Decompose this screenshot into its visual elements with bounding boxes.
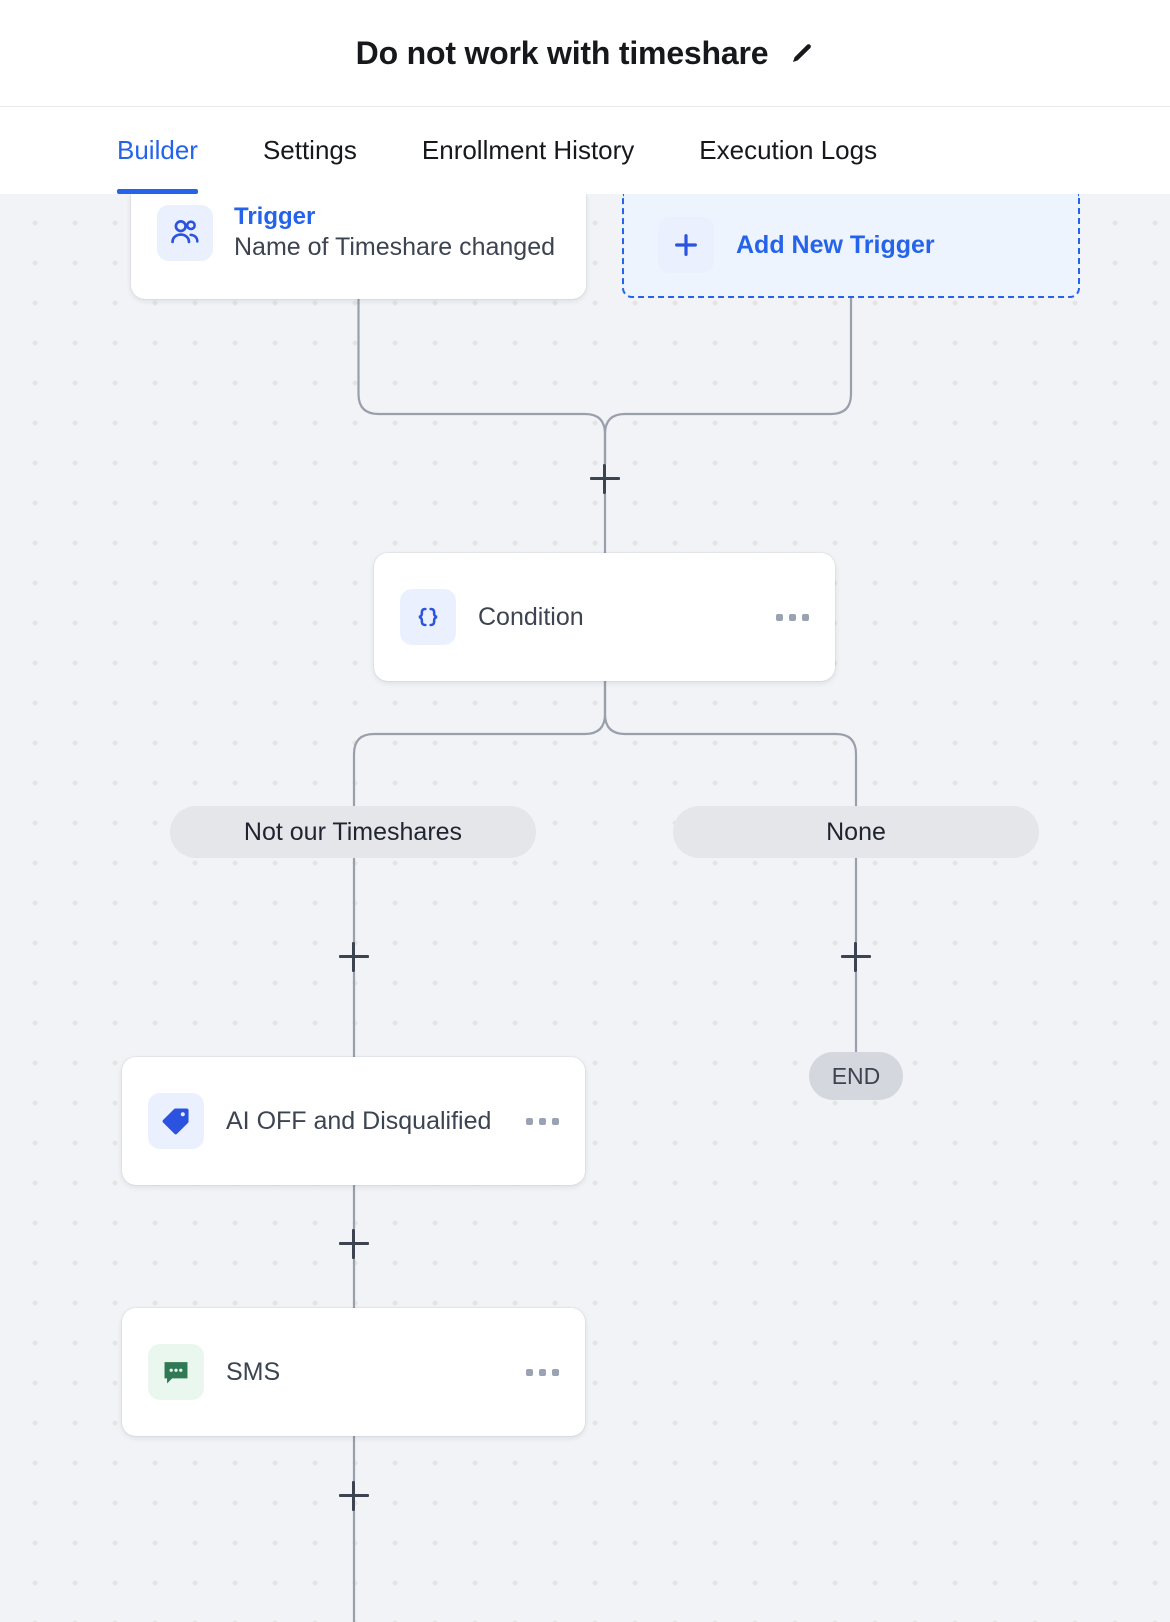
ellipsis-icon[interactable]	[526, 1368, 559, 1376]
end-badge-right-branch: END	[809, 1052, 903, 1100]
action-node-sms[interactable]: SMS	[122, 1308, 585, 1436]
trigger-subtitle: Name of Timeshare changed	[234, 233, 556, 261]
tag-icon	[148, 1093, 204, 1149]
plus-icon	[658, 217, 714, 273]
ellipsis-icon[interactable]	[526, 1117, 559, 1125]
tab-settings[interactable]: Settings	[262, 135, 357, 165]
add-step-button-right-branch[interactable]	[841, 942, 871, 972]
add-step-button-after-sms[interactable]	[339, 1481, 369, 1511]
action-label-sms: SMS	[226, 1357, 281, 1386]
branch-label-not-our-timeshares[interactable]: Not our Timeshares	[170, 806, 536, 858]
sms-chat-bubble-icon	[148, 1344, 204, 1400]
pencil-icon[interactable]	[790, 41, 814, 65]
action-label-tag: AI OFF and Disqualified	[226, 1106, 492, 1135]
add-step-button-after-tag[interactable]	[339, 1229, 369, 1259]
add-new-trigger-button[interactable]: Add New Trigger	[622, 194, 1080, 298]
tab-builder[interactable]: Builder	[117, 107, 198, 194]
page-title: Do not work with timeshare	[355, 34, 769, 71]
title-group: Do not work with timeshare	[356, 35, 815, 72]
add-step-button-after-triggers[interactable]	[590, 464, 620, 494]
add-new-trigger-label: Add New Trigger	[736, 230, 935, 259]
action-node-tag[interactable]: AI OFF and Disqualified	[122, 1057, 585, 1185]
tab-bar: Builder Settings Enrollment History Exec…	[0, 107, 1170, 194]
trigger-node[interactable]: Trigger Name of Timeshare changed	[131, 194, 586, 299]
add-step-button-left-branch[interactable]	[339, 942, 369, 972]
contacts-people-icon	[157, 205, 213, 261]
tab-enrollment-history[interactable]: Enrollment History	[421, 135, 635, 165]
condition-label: Condition	[478, 602, 584, 631]
trigger-title: Trigger	[234, 203, 316, 230]
tab-execution-logs[interactable]: Execution Logs	[699, 135, 878, 165]
workflow-canvas[interactable]: Trigger Name of Timeshare changed Add Ne…	[0, 194, 1170, 1622]
branch-label-none[interactable]: None	[673, 806, 1039, 858]
page-header: Do not work with timeshare	[0, 0, 1170, 107]
condition-node[interactable]: Condition	[374, 553, 835, 681]
ellipsis-icon[interactable]	[776, 613, 809, 621]
curly-braces-icon	[400, 589, 456, 645]
